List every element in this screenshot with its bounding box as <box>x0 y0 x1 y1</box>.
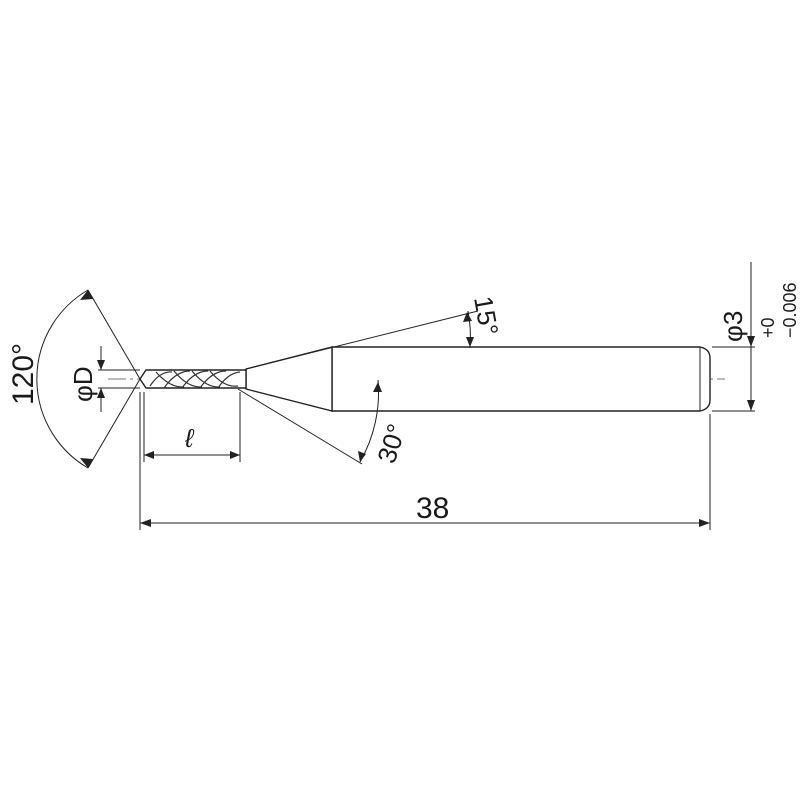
diameter-label: φD <box>68 366 98 402</box>
flute-length-label: ℓ <box>184 423 195 453</box>
shank-diameter-label: φ3 <box>718 311 748 342</box>
flute-length-dimension <box>143 392 241 462</box>
overall-length-dimension <box>139 392 711 530</box>
neck-angle-top-label: 15° <box>468 294 504 338</box>
tip-angle-dimension <box>36 289 141 469</box>
neck-angle-bottom-dimension <box>237 379 382 465</box>
flute-helix <box>149 370 241 389</box>
flute-body <box>139 369 247 389</box>
shank-diameter-dimension <box>712 262 755 412</box>
neck-angle-bottom-label: 30° <box>371 420 412 467</box>
tip-angle-label: 120° <box>7 343 40 405</box>
neck-angle-top-dimension <box>245 310 479 370</box>
diameter-dimension <box>97 346 140 412</box>
shank <box>331 346 711 412</box>
tolerance-upper-label: +0 <box>758 317 778 338</box>
tolerance-lower-label: −0.006 <box>780 282 800 338</box>
overall-length-label: 38 <box>416 492 449 525</box>
